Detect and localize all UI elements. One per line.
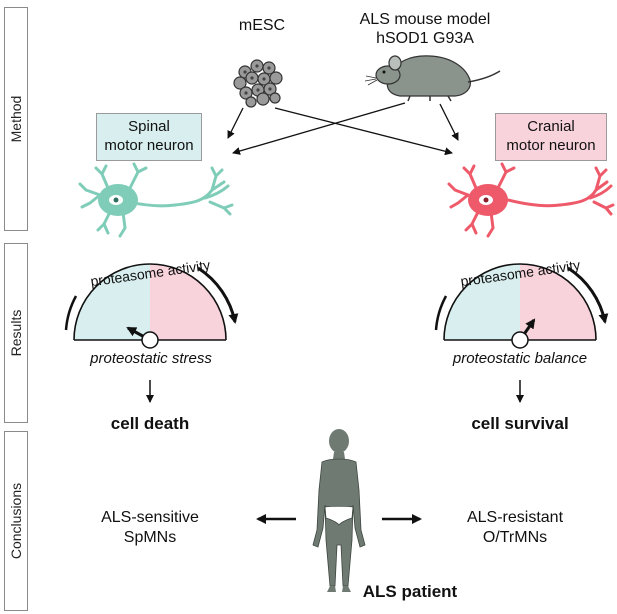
human-figure-icon — [312, 429, 366, 592]
left-conclusion-line2: SpMNs — [123, 529, 177, 546]
results-section-label: Results — [4, 243, 28, 423]
spinal-box-line1: Spinal — [128, 118, 170, 135]
right-gauge-icon — [434, 263, 609, 349]
cranial-box-line2: motor neuron — [506, 137, 596, 154]
mouse-icon — [364, 55, 501, 102]
spinal-motor-neuron-box: Spinal motor neuron — [96, 113, 202, 161]
mesc-label: mESC — [238, 17, 286, 34]
als-patient-label: ALS patient — [362, 582, 458, 601]
stem-cell-cluster-icon — [233, 59, 283, 108]
spinal-box-line2: motor neuron — [104, 137, 194, 154]
conclusions-section-label: Conclusions — [4, 431, 28, 611]
mouse-model-label-line2: hSOD1 G93A — [376, 30, 474, 47]
right-conclusion-line2: O/TrMNs — [482, 529, 548, 546]
cranial-box-line1: Cranial — [527, 118, 575, 135]
mouse-model-label-line1: ALS mouse model — [359, 11, 491, 28]
cranial-motor-neuron-box: Cranial motor neuron — [495, 113, 607, 161]
left-state-label: proteostatic stress — [90, 350, 212, 367]
right-outcome-label: cell survival — [471, 414, 569, 433]
left-outcome-label: cell death — [110, 414, 190, 433]
cranial-neuron-icon — [447, 162, 615, 238]
method-section-label: Method — [4, 7, 28, 231]
left-conclusion-line1: ALS-sensitive — [101, 509, 199, 526]
right-conclusion-line1: ALS-resistant — [466, 509, 564, 526]
left-gauge-icon — [64, 263, 239, 349]
right-state-label: proteostatic balance — [452, 350, 588, 367]
